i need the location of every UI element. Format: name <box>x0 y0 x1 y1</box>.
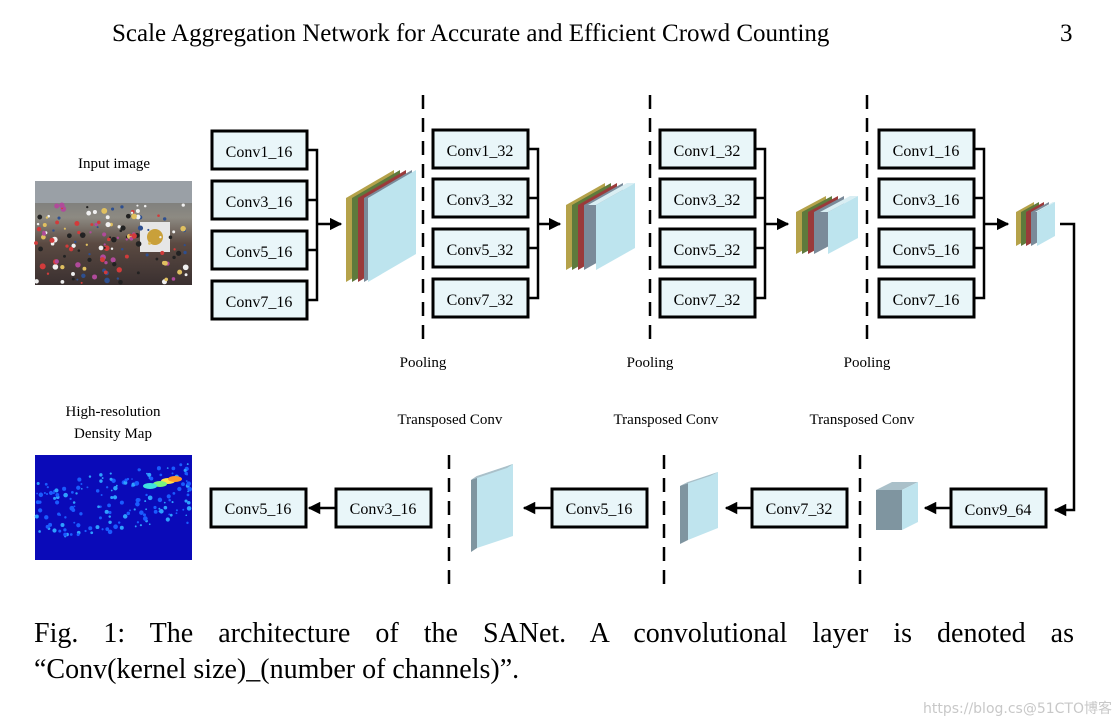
density-label-line2: Density Map <box>74 426 152 442</box>
enc2-conv-b: Conv3_32 <box>447 192 514 209</box>
encoder-block-2: Conv1_32 Conv3_32 Conv5_32 Conv7_32 <box>431 128 562 319</box>
enc3-conv-d: Conv7_32 <box>674 292 741 309</box>
decoder-sheet-2 <box>680 472 718 544</box>
watermark: https://blog.cs@51CTO博客 <box>922 701 1112 717</box>
dec-conv5-label: Conv5_16 <box>566 501 633 518</box>
dec-final-label: Conv5_16 <box>225 501 292 518</box>
enc1-conv-d: Conv7_16 <box>226 294 293 311</box>
enc4-conv-a: Conv1_16 <box>893 143 960 160</box>
enc2-conv-a: Conv1_32 <box>447 143 514 160</box>
feature-map-2 <box>566 183 635 270</box>
density-label-line1: High-resolution <box>66 404 161 420</box>
density-map-image <box>34 455 193 560</box>
enc3-conv-a: Conv1_32 <box>674 143 741 160</box>
pooling-label-1: Pooling <box>400 355 447 371</box>
input-image-label: Input image <box>78 156 150 172</box>
feature-map-4 <box>1016 202 1055 246</box>
caption-line-2: “Conv(kernel size)_(number of channels)”… <box>34 654 520 685</box>
enc1-conv-a: Conv1_16 <box>226 144 293 161</box>
transposed-label-3: Transposed Conv <box>810 412 915 428</box>
enc1-conv-c: Conv5_16 <box>226 244 293 261</box>
encoder-to-decoder-connector <box>1053 222 1076 517</box>
enc3-conv-b: Conv3_32 <box>674 192 741 209</box>
enc1-conv-b: Conv3_16 <box>226 194 293 211</box>
enc2-conv-d: Conv7_32 <box>447 292 514 309</box>
transposed-label-2: Transposed Conv <box>614 412 719 428</box>
decoder-conv5: Conv5_16 <box>522 487 649 529</box>
encoder-block-4: Conv1_16 Conv3_16 Conv5_16 Conv7_16 <box>877 128 1010 319</box>
transposed-label-1: Transposed Conv <box>398 412 503 428</box>
pooling-label-2: Pooling <box>627 355 674 371</box>
enc4-conv-c: Conv5_16 <box>893 242 960 259</box>
decoder-sheet-1 <box>471 464 513 552</box>
page-number: 3 <box>1060 20 1073 47</box>
enc4-conv-d: Conv7_16 <box>893 292 960 309</box>
feature-map-1 <box>346 170 416 282</box>
decoder-conv9: Conv9_64 <box>923 487 1048 529</box>
enc4-conv-b: Conv3_16 <box>893 192 960 209</box>
dec-conv3-label: Conv3_16 <box>350 501 417 518</box>
enc2-conv-c: Conv5_32 <box>447 242 514 259</box>
enc3-conv-c: Conv5_32 <box>674 242 741 259</box>
decoder-conv3: Conv3_16 <box>307 487 433 529</box>
input-crowd-image <box>34 181 192 285</box>
caption-line-1: Fig. 1: The architecture of the SANet. A… <box>34 618 1074 649</box>
running-title: Scale Aggregation Network for Accurate a… <box>112 20 830 47</box>
decoder-conv7: Conv7_32 <box>724 487 849 529</box>
decoder-final-conv: Conv5_16 <box>209 487 308 529</box>
figure-caption: Fig. 1: The architecture of the SANet. A… <box>34 616 1074 688</box>
encoder-block-3: Conv1_32 Conv3_32 Conv5_32 Conv7_32 <box>658 128 790 319</box>
encoder-block-1: Conv1_16 Conv3_16 Conv5_16 Conv7_16 <box>210 129 343 321</box>
pooling-label-3: Pooling <box>844 355 891 371</box>
dec-conv9-label: Conv9_64 <box>965 502 1032 519</box>
dec-conv7-label: Conv7_32 <box>766 501 833 518</box>
decoder-cube-1 <box>876 482 918 530</box>
architecture-diagram: Input image High-resolution Density Map … <box>34 95 1076 590</box>
feature-map-3 <box>796 196 858 254</box>
